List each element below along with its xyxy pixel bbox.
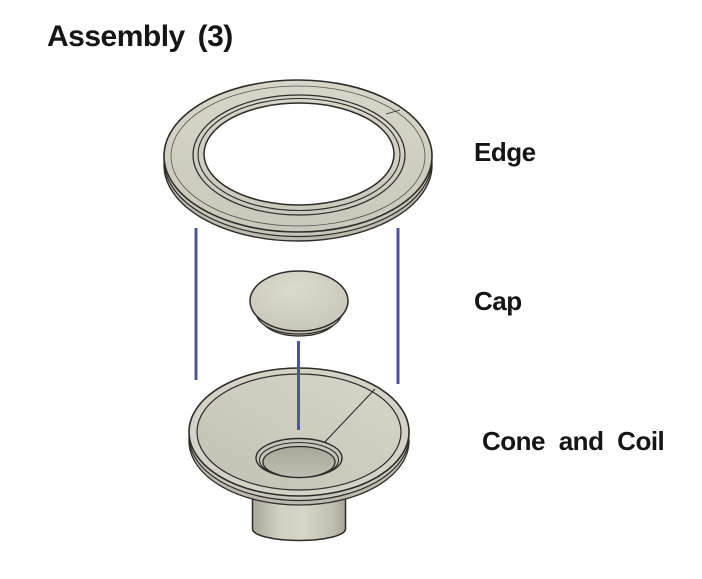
- edge-ring-seam-tick: [385, 109, 401, 115]
- alignment-guide-lines: [194, 228, 400, 430]
- label-cone-and-coil: Cone and Coil: [482, 426, 665, 456]
- edge-part-drawing: [163, 79, 433, 242]
- cap-part-drawing: [249, 270, 349, 337]
- label-edge: Edge: [474, 137, 536, 167]
- edge-ring-outer-bevel-line: [170, 85, 426, 227]
- diagram-title: Assembly (3): [47, 20, 233, 53]
- edge-ring-inner-step-outer: [192, 94, 406, 216]
- edge-ring-center-hole: [203, 102, 395, 206]
- cap-dome: [249, 270, 349, 332]
- edge-ring-inner-step-inner: [197, 97, 401, 212]
- cone-seam-line: [321, 388, 376, 446]
- cone-coil-part-drawing: [188, 367, 410, 542]
- label-cap: Cap: [474, 286, 522, 316]
- cone-hole-interior: [262, 445, 336, 479]
